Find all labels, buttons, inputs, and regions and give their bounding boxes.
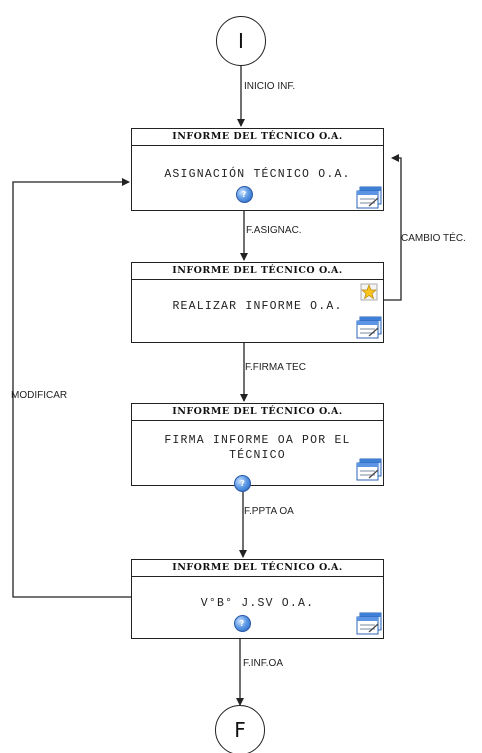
help-icon[interactable]: ? bbox=[234, 475, 251, 492]
end-node-label: F bbox=[234, 718, 246, 742]
edge-label-firma-tec: F.FIRMA TEC bbox=[245, 362, 306, 373]
star-icon[interactable] bbox=[360, 283, 378, 301]
form-icon[interactable] bbox=[356, 458, 383, 482]
task-box-realizar[interactable]: INFORME DEL TÉCNICO O.A. REALIZAR INFORM… bbox=[131, 262, 384, 343]
task-box-header: INFORME DEL TÉCNICO O.A. bbox=[132, 129, 383, 146]
edge-label-inicio: INICIO INF. bbox=[244, 81, 296, 92]
task-box-text: V°B° J.SV O.A. bbox=[200, 597, 315, 610]
help-icon[interactable]: ? bbox=[236, 186, 253, 203]
task-box-vobo[interactable]: INFORME DEL TÉCNICO O.A. V°B° J.SV O.A. … bbox=[131, 559, 384, 639]
task-box-header: INFORME DEL TÉCNICO O.A. bbox=[132, 560, 383, 577]
form-icon[interactable] bbox=[356, 316, 383, 340]
task-box-firma[interactable]: INFORME DEL TÉCNICO O.A. FIRMA INFORME O… bbox=[131, 403, 384, 486]
start-node-label: I bbox=[238, 29, 244, 53]
edge-label-inf-oa: F.INF.OA bbox=[243, 658, 284, 669]
edge-label-cambio: CAMBIO TÉC. bbox=[401, 233, 466, 244]
edge-modificar-line bbox=[12, 178, 131, 598]
form-icon[interactable] bbox=[356, 612, 383, 636]
task-box-text: ASIGNACIÓN TÉCNICO O.A. bbox=[164, 168, 351, 181]
task-box-asignacion[interactable]: INFORME DEL TÉCNICO O.A. ASIGNACIÓN TÉCN… bbox=[131, 128, 384, 211]
form-icon[interactable] bbox=[356, 186, 383, 210]
task-box-text: FIRMA INFORME OA POR EL TÉCNICO bbox=[164, 434, 351, 462]
help-icon[interactable]: ? bbox=[234, 615, 251, 632]
edge-label-modificar: MODIFICAR bbox=[11, 390, 68, 401]
end-node: F bbox=[215, 705, 265, 753]
edge-cambio-line bbox=[384, 154, 402, 301]
edge-label-asignac: F.ASIGNAC. bbox=[246, 225, 302, 236]
start-node: I bbox=[216, 16, 266, 66]
task-box-header: INFORME DEL TÉCNICO O.A. bbox=[132, 404, 383, 421]
edge-label-ppta: F.PPTA OA bbox=[244, 506, 294, 517]
task-box-header: INFORME DEL TÉCNICO O.A. bbox=[132, 263, 383, 280]
task-box-text: REALIZAR INFORME O.A. bbox=[172, 300, 343, 313]
